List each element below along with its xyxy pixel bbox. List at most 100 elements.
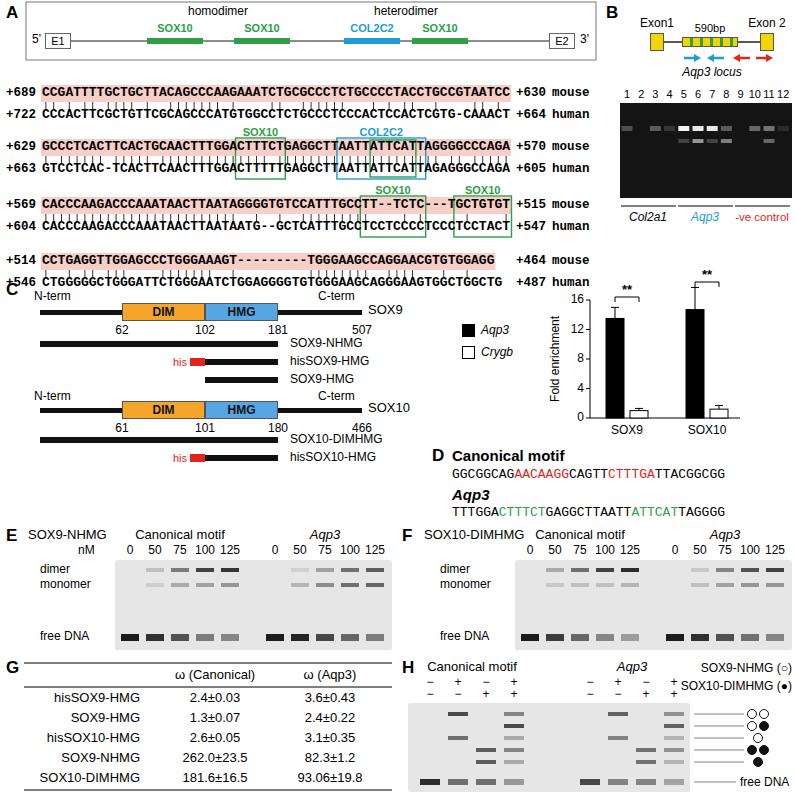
error-cap <box>715 405 723 406</box>
concentration: 100 <box>740 544 760 558</box>
table-cell: 2.4±0.03 <box>190 691 241 706</box>
gel-band <box>636 779 656 785</box>
residue-number: 101 <box>195 422 215 436</box>
leader-line <box>694 726 744 727</box>
gel-band <box>316 583 334 587</box>
legend-item: Crygb <box>462 346 513 360</box>
gel-band <box>707 139 718 143</box>
panel-letter: B <box>606 3 618 23</box>
domain-box: HMG <box>205 401 278 419</box>
error-bar <box>695 287 696 331</box>
concentration: 125 <box>765 544 785 558</box>
mouse-highlight <box>41 85 511 102</box>
domain-box: DIM <box>122 303 205 321</box>
error-cap <box>611 307 619 308</box>
node-label: his <box>173 356 187 369</box>
panel-letter: F <box>402 526 412 546</box>
lane-number: 2 <box>638 88 644 101</box>
strand-end: 3' <box>580 33 589 47</box>
gel-band <box>664 724 684 728</box>
protein-name: SOX9-NHMG <box>28 528 107 543</box>
construct-bar <box>205 359 278 365</box>
concentration: 75 <box>173 544 186 558</box>
lane-group: Aqp3 <box>691 211 719 225</box>
position-number: +689 <box>6 86 36 100</box>
table-cell: SOX10-DIMHMG <box>40 771 140 786</box>
terminus-label: N-term <box>34 290 71 304</box>
motif-sequence: GAGGCTTAATT <box>546 506 632 521</box>
node-label: SOX10 <box>422 22 457 35</box>
protein-name: SOX10 <box>368 401 410 416</box>
gel-band <box>721 126 732 131</box>
gel-band <box>778 126 789 131</box>
gel-band <box>448 779 468 785</box>
band-label: free DNA <box>440 630 489 644</box>
gel-band <box>741 634 759 641</box>
motif-sequence: AACAAGG <box>514 468 569 483</box>
gel-band <box>171 568 189 572</box>
gel-band <box>608 712 628 716</box>
gel-band <box>546 634 564 641</box>
node-label: Exon1 <box>640 17 674 31</box>
motif-sequence: CTTTGA <box>608 468 655 483</box>
concentration: 50 <box>693 544 706 558</box>
gel-band <box>221 634 239 641</box>
gel-band <box>571 634 589 641</box>
legend-swatch <box>462 346 475 359</box>
exon-box: Exon1 <box>650 33 664 51</box>
node-label: DIM <box>153 306 175 318</box>
presence-sign: − <box>614 688 621 702</box>
table-header: ω (Aqp3) <box>304 668 357 683</box>
gel-band <box>766 583 784 587</box>
table-cell: 93.06±19.8 <box>298 771 363 786</box>
motif-sequence: TTACGGCGG <box>655 468 725 483</box>
gel-band <box>716 634 734 641</box>
gel-band <box>678 139 689 143</box>
band-label: monomer <box>440 578 491 592</box>
error-cap <box>691 287 699 288</box>
position-number: +514 <box>6 254 36 268</box>
gel-band <box>693 126 704 131</box>
gel-band <box>716 583 734 587</box>
table-cell: hisSOX9-HMG <box>54 691 140 706</box>
gel-band <box>366 568 384 572</box>
gel-band <box>664 760 684 764</box>
gel-band <box>448 736 468 740</box>
construct-name: hisSOX10-HMG <box>290 451 376 465</box>
significance-bracket <box>615 297 639 302</box>
binding-site-bar: SOX10 <box>412 38 468 44</box>
node-label: E1 <box>51 35 64 47</box>
construct-bar <box>40 437 278 443</box>
leader-line <box>694 714 744 715</box>
mouse-highlight <box>41 197 511 214</box>
residue-number: 180 <box>268 422 288 436</box>
motif-label: COL2C2 <box>360 126 403 139</box>
gel-band <box>504 736 524 740</box>
species-name: human <box>552 276 590 290</box>
gel-band <box>571 568 589 572</box>
table-cell: 2.4±0.22 <box>305 711 356 726</box>
motif-sequence: TTTGGA <box>452 506 499 521</box>
amplicon-box: 590bp <box>682 37 738 47</box>
gel-band <box>608 779 628 785</box>
mouse-highlight <box>41 139 511 156</box>
primer-arrowhead <box>766 54 773 62</box>
primer-arrowhead <box>733 54 740 62</box>
node-label: Exon 2 <box>748 17 785 31</box>
protein-symbol <box>760 746 769 755</box>
tick-label: 0 <box>577 411 584 425</box>
position-number: +663 <box>6 162 36 176</box>
primer-arrowhead <box>707 54 714 62</box>
domain-box: DIM <box>122 401 205 419</box>
symbol-key: SOX9-NHMG (○) <box>701 662 792 676</box>
construct-name: SOX10-DIMHMG <box>290 433 383 447</box>
symbol-key: SOX10-DIMHMG (●) <box>681 680 792 694</box>
gel-band <box>221 583 239 587</box>
position-number: +605 <box>516 162 546 176</box>
significance: ** <box>622 283 632 298</box>
lane-group-line <box>621 205 676 206</box>
gel-band <box>716 568 734 572</box>
concentration: 125 <box>620 544 640 558</box>
table-cell: 1.3±0.07 <box>190 711 241 726</box>
motif-label: SOX10 <box>375 184 410 197</box>
